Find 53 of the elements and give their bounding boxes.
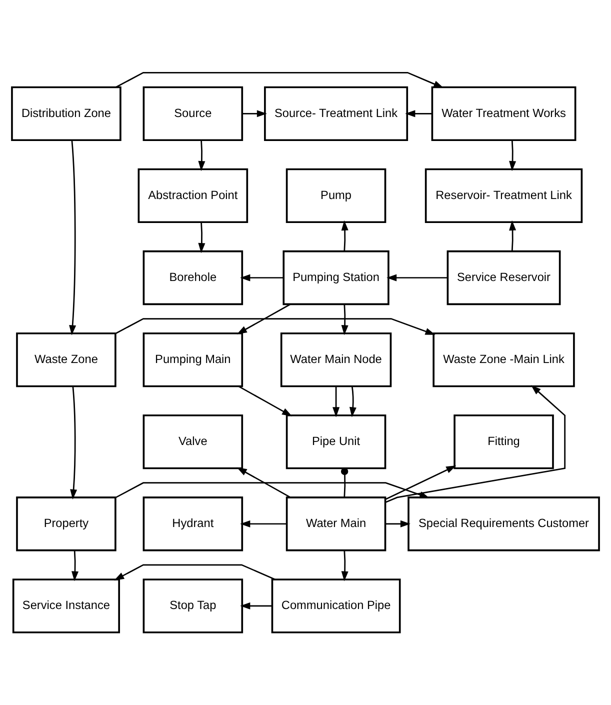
arrow [240,602,272,610]
node-box: Source [142,86,244,142]
arrow [385,466,456,500]
node-box: Water Main Node [280,332,392,388]
arrow [69,140,76,336]
node-box: Pumping Station [282,250,390,306]
node-box: Service Reservoir [446,250,561,306]
arrow [341,220,348,252]
arrow [70,386,78,500]
node-box: Abstraction Point [138,168,248,224]
arrow [198,222,206,254]
arrow [240,274,284,282]
node-box: Water Main [286,496,386,552]
arrow [116,72,444,88]
arrow [242,110,267,118]
node-box: Water Treatment Works [431,86,576,142]
node-box: Valve [142,414,244,470]
arrow [236,467,291,498]
arrow [332,386,340,418]
node-box: Distribution Zone [11,86,122,142]
arrow [236,304,291,334]
arrow [349,386,356,418]
node-box: Hydrant [142,496,244,552]
arrow [341,304,348,336]
node-box: Service Instance [12,578,120,634]
node-box: Pump [286,168,386,224]
arrow [385,385,566,503]
node-box: Waste Zone [16,332,116,388]
node-box: Pipe Unit [286,414,386,470]
node-box: Waste Zone -Main Link [432,332,575,388]
arrow [238,386,292,416]
arrow [509,220,516,252]
node-box: Borehole [142,250,244,306]
arrow [240,520,287,528]
arrow [72,550,79,582]
arrow [386,274,448,282]
arrow [405,110,432,118]
arrow [341,550,348,582]
connector [340,468,348,498]
arrow [198,140,206,172]
node-box: Communication Pipe [271,578,401,634]
node-box: Property [16,496,116,552]
node-box: Special Requirements Customer [408,496,600,552]
node-box: Source- Treatment Link [264,86,408,142]
node-box: Stop Tap [142,578,244,634]
node-box: Pumping Main [142,332,244,388]
arrow [116,318,436,335]
arrow [116,482,430,498]
node-box: Fitting [454,414,554,470]
node-box: Reservoir- Treatment Link [424,168,583,224]
arrow [114,564,276,580]
arrow [509,140,516,172]
arrow [386,520,410,528]
